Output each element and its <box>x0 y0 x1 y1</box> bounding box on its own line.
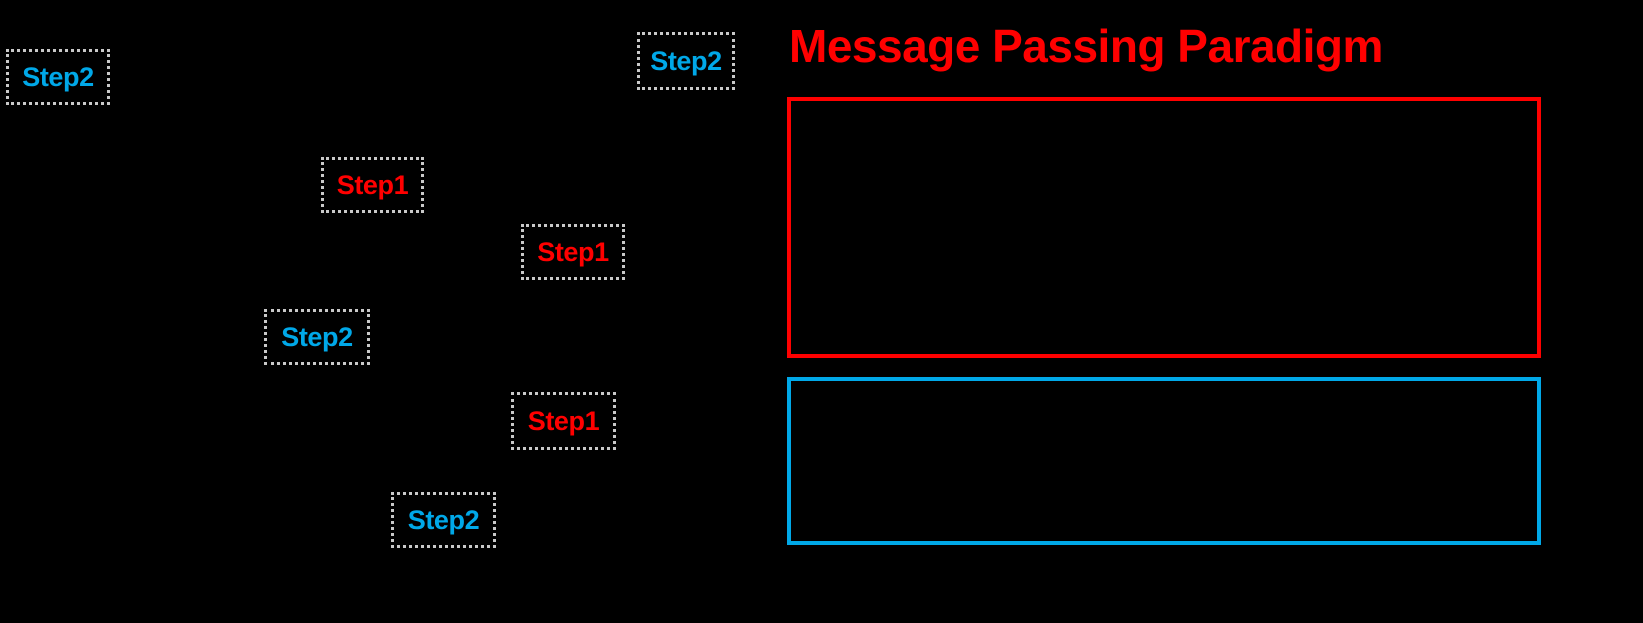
page-title: Message Passing Paradigm <box>789 20 1383 72</box>
step-box-label: Step2 <box>281 321 353 352</box>
step-box-label: Step2 <box>407 504 480 535</box>
panel-red <box>787 97 1541 358</box>
step-box[interactable]: Step2 <box>264 309 370 365</box>
panel-cyan-content <box>791 381 1537 541</box>
step-box-label: Step1 <box>336 169 409 200</box>
panel-cyan <box>787 377 1541 545</box>
step-box-label: Step2 <box>22 61 94 92</box>
step-box[interactable]: Step2 <box>391 492 496 548</box>
panel-red-content <box>791 101 1537 354</box>
step-box-label: Step1 <box>537 236 609 267</box>
step-box[interactable]: Step2 <box>6 49 110 105</box>
step-box[interactable]: Step1 <box>511 392 616 450</box>
step-box[interactable]: Step1 <box>321 157 424 213</box>
step-box-label: Step2 <box>650 45 722 76</box>
step-box-label: Step1 <box>527 405 600 436</box>
step-box[interactable]: Step2 <box>637 32 735 90</box>
step-box[interactable]: Step1 <box>521 224 625 280</box>
